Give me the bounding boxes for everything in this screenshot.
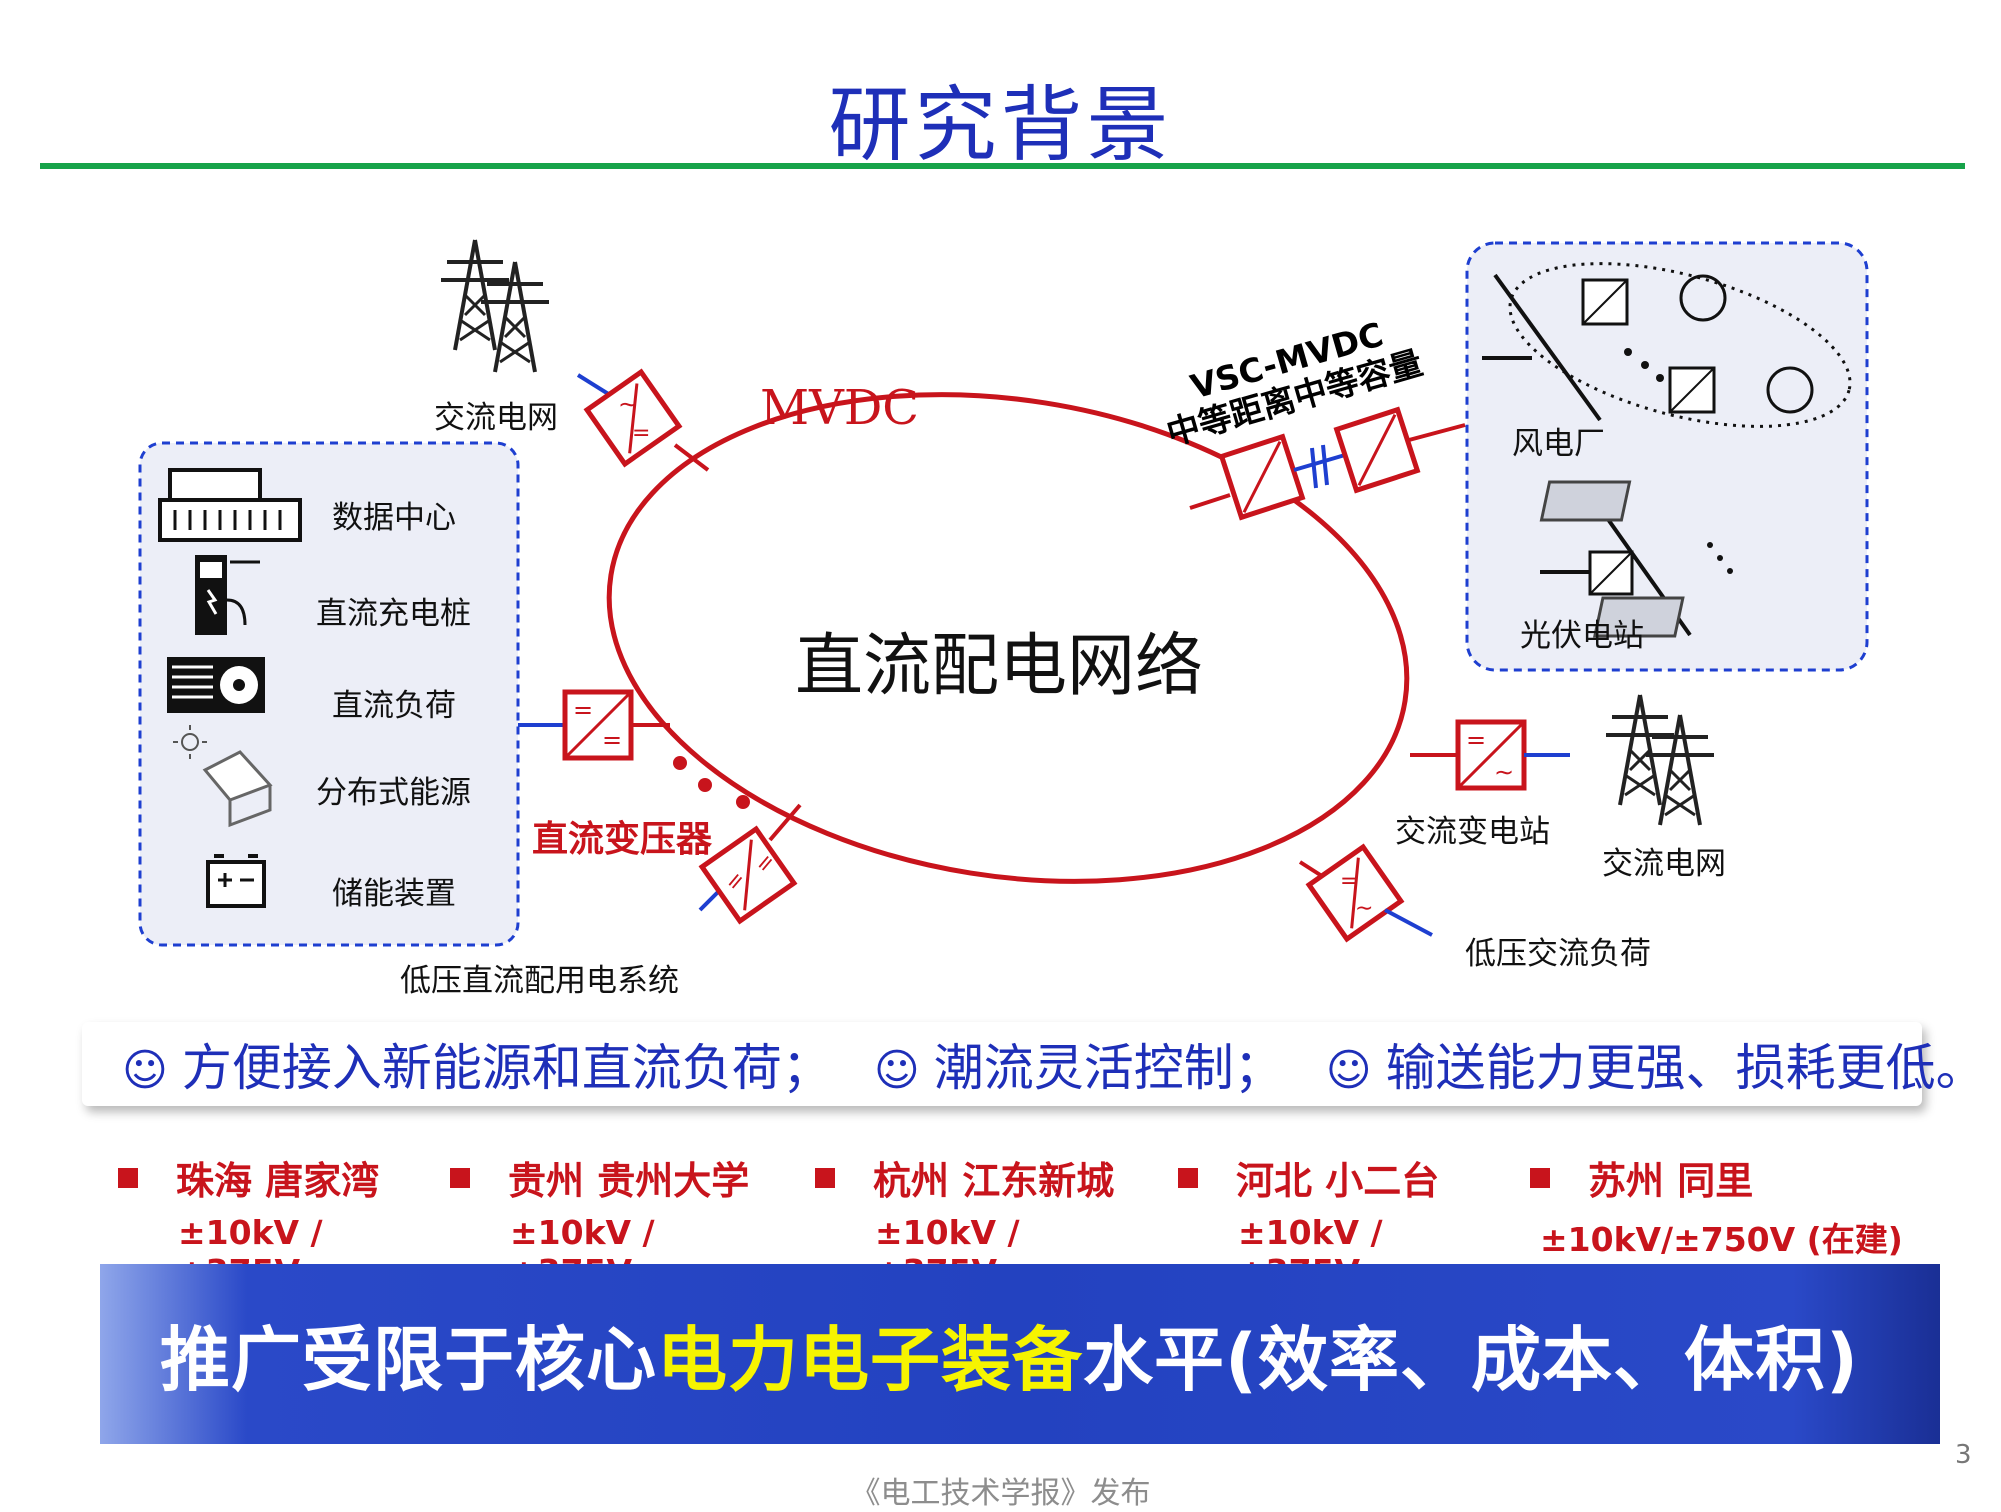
ac-substation-label: 交流变电站 [1395, 814, 1550, 850]
bullet-square-icon [1178, 1168, 1198, 1188]
lv-dc-system-label: 低压直流配用电系统 [400, 963, 679, 999]
benefits-box: ☺方便接入新能源和直流负荷； ☺潮流灵活控制； ☺输送能力更强、损耗更低。 [82, 1022, 1986, 1106]
banner-highlight: 电力电子装备 [657, 1318, 1083, 1401]
dc-load-label-battery: 储能装置 [332, 876, 456, 912]
dc-load-label-data-center: 数据中心 [332, 500, 456, 536]
project-voltage: ±10kV/±750V (在建) [1540, 1220, 1903, 1259]
dc-dc-converter-bottom: = = [698, 803, 802, 925]
svg-text:=: = [573, 696, 593, 724]
tower-top-icon [439, 238, 551, 374]
svg-text:∼: ∼ [1355, 896, 1373, 921]
smiley-icon: ☺ [1325, 1045, 1372, 1096]
ac-grid-right-label: 交流电网 [1602, 846, 1726, 882]
ac-substation-converter: = ∼ [1410, 719, 1570, 791]
footer-source: 《电工技术学报》发布 [850, 1476, 1151, 1511]
page-title: 研究背景 [828, 78, 1173, 173]
bullet-square-icon [815, 1168, 835, 1188]
svg-text:=: = [632, 421, 650, 446]
wind-farm-icon [1482, 273, 1814, 422]
mvdc-label: MVDC [760, 380, 920, 436]
conclusion-banner: 推广受限于核心电力电子装备水平(效率、成本、体积) [100, 1264, 1940, 1444]
data-center-icon [158, 468, 302, 542]
smiley-icon: ☺ [122, 1045, 168, 1096]
charging-pile-icon [195, 555, 260, 635]
svg-text:∼: ∼ [1494, 758, 1514, 786]
battery-icon [206, 854, 266, 908]
lv-dc-group-box [138, 441, 520, 947]
pv-station-label: 光伏电站 [1520, 618, 1644, 654]
ac-dc-converter-top: ∼ = [576, 368, 710, 472]
pv-station-icon [1539, 480, 1733, 638]
project-item: 苏州 同里 ±10kV/±750V (在建) [1530, 1150, 1950, 1261]
tower-right-icon [1604, 693, 1716, 827]
smiley-icon: ☺ [873, 1045, 920, 1096]
dc-load-label-distributed-energy: 分布式能源 [316, 775, 471, 811]
dc-network-label: 直流配电网络 [795, 627, 1204, 706]
benefit-item: ☺潮流灵活控制； [873, 1039, 1284, 1097]
dc-load-label-charging-pile: 直流充电桩 [316, 596, 471, 632]
banner-text: 推广受限于核心电力电子装备水平(效率、成本、体积) [160, 1318, 1859, 1401]
page-number: 3 [1955, 1440, 1972, 1470]
benefit-item: ☺输送能力更强、损耗更低。 [1325, 1039, 1986, 1097]
dc-network-ring [606, 392, 1410, 884]
bullet-square-icon [118, 1168, 138, 1188]
dc-dc-converter-left: = = [518, 689, 670, 761]
svg-text:=: = [1466, 726, 1486, 754]
dc-load-icon [167, 657, 265, 713]
wind-farm-label: 风电厂 [1512, 426, 1605, 462]
dc-load-label-dc-load: 直流负荷 [332, 688, 456, 724]
lv-ac-load-label: 低压交流负荷 [1465, 936, 1651, 972]
svg-text:∼: ∼ [618, 390, 638, 418]
dc-network-diagram: ∼ = = = = = = ∼ [138, 238, 1869, 947]
benefit-item: ☺方便接入新能源和直流负荷； [122, 1039, 832, 1097]
ellipsis-dot [736, 795, 750, 809]
dc-transformer-label: 直流变压器 [532, 819, 713, 860]
bullet-square-icon [450, 1168, 470, 1188]
ellipsis-dot [673, 756, 687, 770]
ac-grid-top-label: 交流电网 [434, 400, 558, 436]
project-item: 杭州 江东新城 ±10kV / ±375V [815, 1150, 1145, 1291]
vsc-mvdc-converters [1189, 406, 1466, 521]
svg-text:=: = [602, 726, 622, 754]
ellipsis-dot [698, 778, 712, 792]
svg-text:=: = [1340, 869, 1358, 894]
bullet-square-icon [1530, 1168, 1550, 1188]
title-divider [40, 163, 1965, 169]
distributed-energy-icon [173, 725, 273, 828]
renewables-group-box [1465, 241, 1869, 672]
lv-ac-converter: = ∼ [1298, 843, 1433, 943]
